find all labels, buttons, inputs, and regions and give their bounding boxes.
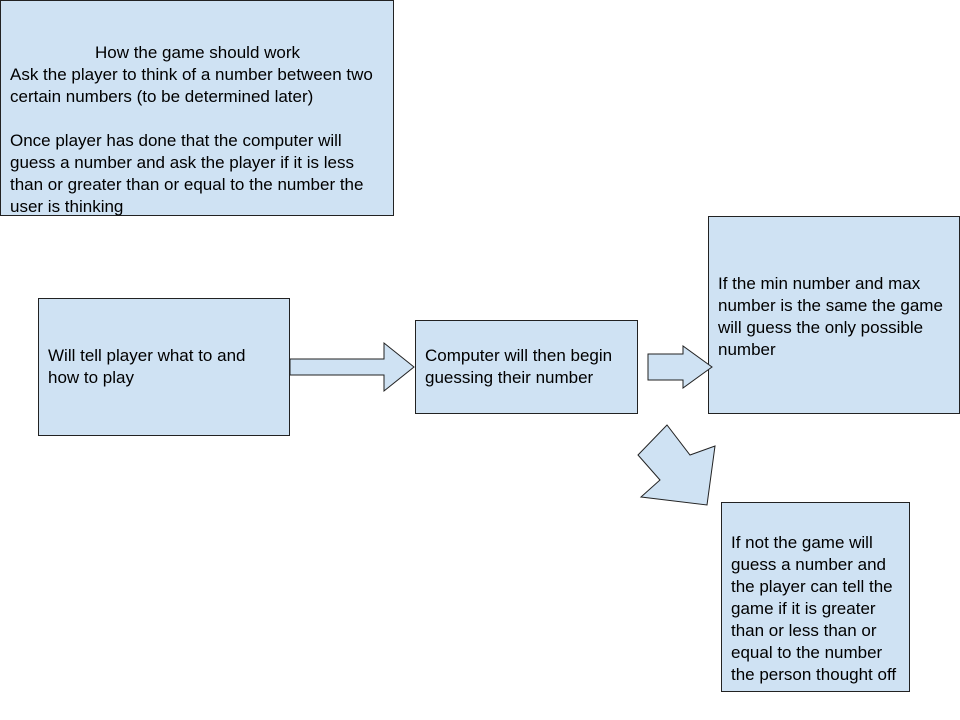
tell-player-box: Will tell player what to and how to play bbox=[38, 298, 290, 436]
tell-player-text: Will tell player what to and how to play bbox=[48, 346, 246, 387]
arrow-right-1 bbox=[289, 341, 415, 393]
intro-body: Ask the player to think of a number betw… bbox=[10, 65, 373, 216]
guess-feedback-text: If not the game will guess a number and … bbox=[731, 533, 897, 684]
guess-feedback-box: If not the game will guess a number and … bbox=[721, 502, 910, 692]
min-max-same-text: If the min number and max number is the … bbox=[718, 274, 943, 359]
arrow-down-right bbox=[637, 424, 716, 506]
begin-guessing-text: Computer will then begin guessing their … bbox=[425, 346, 613, 387]
arrow-right-2 bbox=[647, 345, 713, 389]
min-max-same-box: If the min number and max number is the … bbox=[708, 216, 960, 414]
intro-title: How the game should work bbox=[94, 43, 301, 62]
begin-guessing-box: Computer will then begin guessing their … bbox=[415, 320, 638, 414]
